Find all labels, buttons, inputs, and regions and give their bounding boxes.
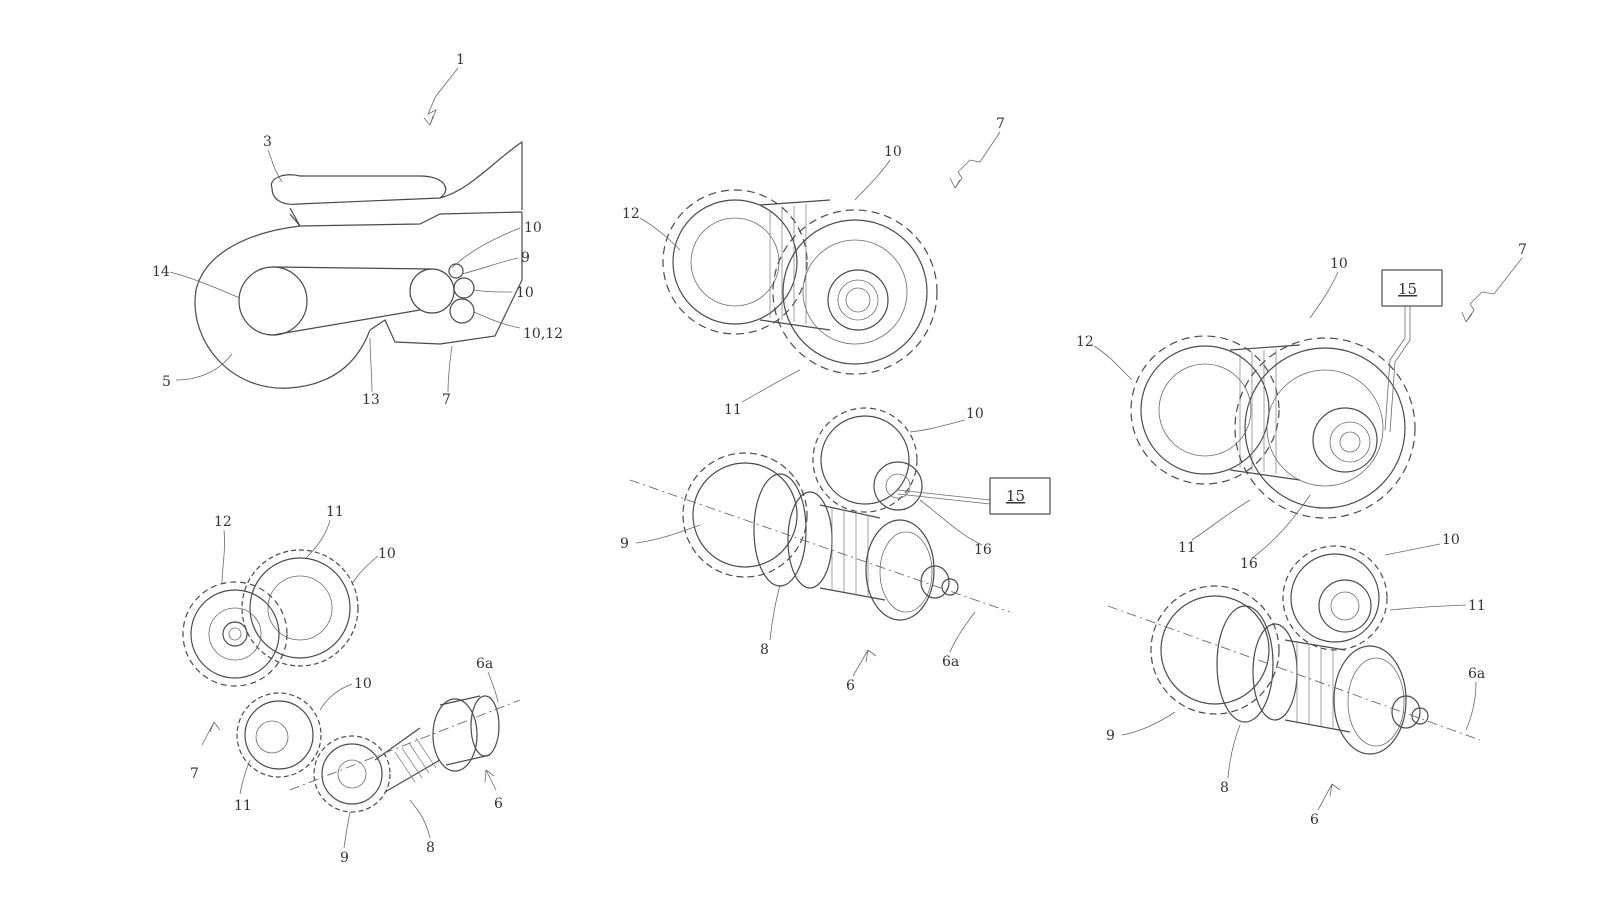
gear-circle-large: [409, 268, 455, 314]
fig3-label-15: 15: [1006, 487, 1025, 505]
fig2-label-10a: 10: [378, 546, 396, 562]
fig3-label-12: 12: [622, 206, 640, 222]
gear-circle-top: [448, 263, 464, 279]
axis-6a-right: [1107, 605, 1481, 741]
fig4-label-6: 6: [1310, 812, 1319, 828]
fig2-label-8: 8: [426, 840, 435, 856]
sprocket-12-mid: [662, 189, 808, 335]
wire-to-15-right: [1384, 306, 1411, 433]
seat-outline: [270, 174, 447, 205]
fig1-label-1: 1: [456, 52, 465, 68]
sprocket-12: [182, 581, 288, 687]
fig1-label-14: 14: [152, 264, 170, 280]
figure-gear-assembly-right: 7 10 15 12 11 16 10 11 6a 9 8 6: [1076, 242, 1527, 828]
fig1-label-3: 3: [263, 134, 272, 150]
fig4-label-6a: 6a: [1468, 666, 1485, 682]
fig4-label-11b: 11: [1468, 598, 1486, 614]
gear-10-large-right: [1234, 337, 1416, 519]
gear-10-large-mid: [772, 209, 938, 375]
gear-9-right: [1150, 585, 1280, 715]
fig1-label-13: 13: [362, 392, 380, 408]
figure-gear-assembly-middle: 7 10 12 11 10 15 16 9 8 6 6a: [620, 116, 1051, 694]
cylinder-6-right: [1333, 645, 1407, 755]
fig3-label-7: 7: [996, 116, 1005, 132]
gear-circle-bottom: [449, 298, 475, 324]
rear-wheel: [238, 266, 308, 336]
fig3-label-8: 8: [760, 642, 769, 658]
fig1-label-5: 5: [162, 374, 171, 390]
fig2-label-6: 6: [494, 796, 503, 812]
splined-shaft-right: [1284, 639, 1351, 733]
gear-circle-mid: [453, 277, 475, 299]
fig1-label-10b: 10: [516, 285, 534, 301]
fig2-label-9: 9: [340, 850, 349, 866]
fig3-label-11: 11: [724, 402, 742, 418]
fig3-label-16: 16: [974, 542, 992, 558]
fig3-label-6a: 6a: [942, 654, 959, 670]
drive-chain: [272, 266, 433, 336]
cylinder-6-mid: [865, 519, 935, 621]
fig1-label-9: 9: [521, 250, 530, 266]
axis-6a-small: [289, 699, 521, 791]
fig4-label-10a: 10: [1330, 256, 1348, 272]
fig2-label-6a: 6a: [476, 656, 493, 672]
fig1-label-7: 7: [442, 392, 451, 408]
fig4-label-16: 16: [1240, 556, 1258, 572]
fig3-label-9: 9: [620, 536, 629, 552]
gear-9: [313, 735, 391, 813]
fig2-label-12: 12: [214, 514, 232, 530]
fig2-label-11b: 11: [234, 798, 252, 814]
gear-10-small-mid: [812, 407, 918, 513]
fig4-label-15: 15: [1398, 280, 1417, 298]
fig3-label-6: 6: [846, 678, 855, 694]
fig2-label-7: 7: [190, 766, 199, 782]
gear-9-mid: [682, 452, 808, 578]
fig2-label-11a: 11: [326, 504, 344, 520]
wire-to-15-mid: [897, 489, 991, 505]
fig4-label-8: 8: [1220, 780, 1229, 796]
fig3-label-10b: 10: [966, 406, 984, 422]
figure-vehicle-schematic: 1 3 14 5 10 9 10 10,12 13 7: [152, 52, 563, 408]
sprocket-12-right: [1130, 335, 1280, 485]
fig4-label-10b: 10: [1442, 532, 1460, 548]
fig4-label-9: 9: [1106, 728, 1115, 744]
fig1-label-10a: 10: [524, 220, 542, 236]
frame-outline: [194, 225, 371, 389]
fig3-label-10a: 10: [884, 144, 902, 160]
box-15-mid: [989, 477, 1051, 515]
gear-10-small-right: [1282, 545, 1388, 651]
fig1-label-10-12: 10,12: [523, 326, 563, 342]
shaft-8: [374, 727, 441, 793]
fig2-label-10b: 10: [354, 676, 372, 692]
cylinder-6: [432, 698, 478, 772]
gear-10-upper: [241, 549, 359, 667]
fig4-label-11a: 11: [1178, 540, 1196, 556]
splined-shaft-mid: [819, 504, 886, 601]
fig4-label-12: 12: [1076, 334, 1094, 350]
gear-10-lower: [236, 692, 322, 778]
fig4-label-7: 7: [1518, 242, 1527, 258]
axis-6a-mid: [629, 479, 1011, 613]
figure-gear-assembly-small: 12 11 10 10 7 11 9 8 6 6a: [182, 504, 521, 866]
box-15-right: [1381, 269, 1443, 307]
